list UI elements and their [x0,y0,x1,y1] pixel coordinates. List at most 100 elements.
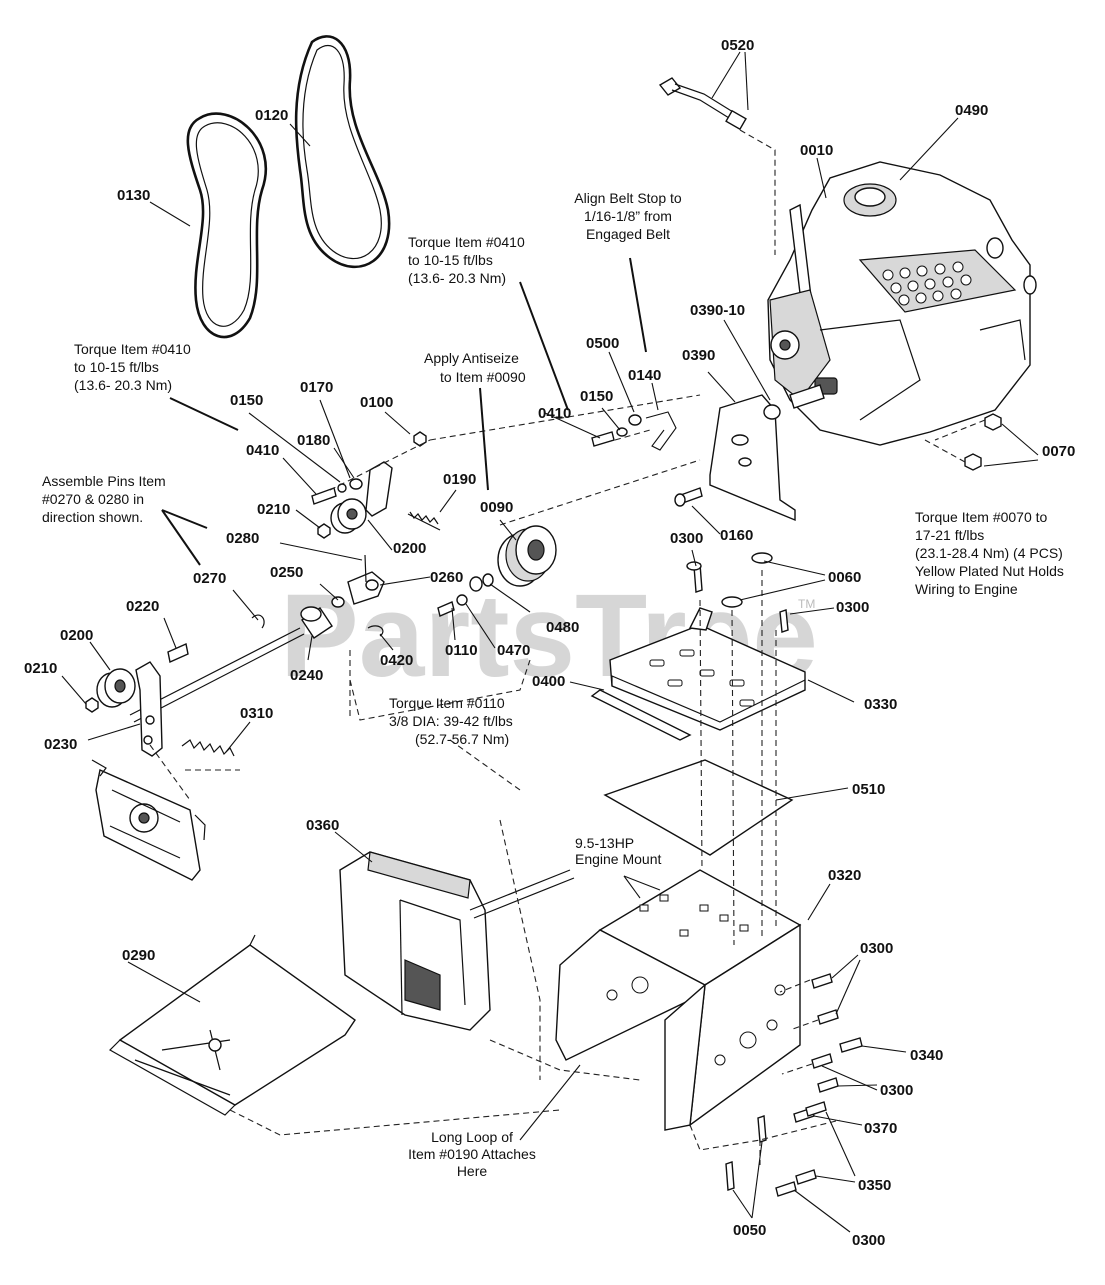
spacer-0240 [300,606,333,639]
svg-text:Torque Item #0110: Torque Item #0110 [389,695,505,711]
bolt-0410-b [311,487,337,505]
label-0260: 0260 [430,569,463,586]
label-0330: 0330 [864,696,897,713]
bolt-0410-a [591,431,615,447]
label-0050: 0050 [733,1222,766,1239]
watermark-trademark: TM [798,597,815,611]
alignment-lines [149,129,986,1165]
belt-stop-0140 [645,411,677,451]
svg-text:1/16-1/8” from: 1/16-1/8” from [584,208,672,224]
nut-0210-a [317,523,331,539]
note-assemble-pins: Assemble Pins Item #0270 & 0280 in direc… [42,473,166,525]
label-0240: 0240 [290,667,323,684]
engine-0010 [767,161,1037,446]
label-0170: 0170 [300,379,333,396]
bolt-0300-b [779,609,789,633]
label-0350: 0350 [858,1177,891,1194]
label-0320: 0320 [828,867,861,884]
bracket-0260 [347,571,385,605]
label-0010: 0010 [800,142,833,159]
washer-0480-a [469,576,483,592]
note-align-belt: Align Belt Stop to 1/16-1/8” from Engage… [574,190,682,242]
label-0250: 0250 [270,564,303,581]
label-0490: 0490 [955,102,988,119]
svg-text:Long Loop of: Long Loop of [431,1129,513,1145]
label-0300-e: 0300 [852,1232,885,1249]
label-0090: 0090 [480,499,513,516]
label-0220: 0220 [126,598,159,615]
svg-text:Item #0190 Attaches: Item #0190 Attaches [408,1146,536,1162]
svg-text:direction shown.: direction shown. [42,509,143,525]
svg-text:(23.1-28.4 Nm) (4 PCS): (23.1-28.4 Nm) (4 PCS) [915,545,1063,561]
washer-0470 [456,594,468,606]
label-0070: 0070 [1042,443,1075,460]
bolt-0220 [167,643,189,663]
nut-0100 [413,431,427,447]
gearbox-plate [91,759,206,881]
label-0520: 0520 [721,37,754,54]
washer-0180 [349,478,363,490]
base-plate-0290 [109,934,356,1116]
label-0200-a: 0200 [393,540,426,557]
label-0150-b: 0150 [230,392,263,409]
label-0110: 0110 [445,642,478,659]
label-0210-b: 0210 [24,660,57,677]
label-0400: 0400 [532,673,565,690]
washer-0150-a [616,427,628,437]
belt-0120 [294,35,391,269]
frame-0320 [555,869,802,1131]
note-torque-0070: Torque Item #0070 to 17-21 ft/lbs (23.1-… [915,509,1064,597]
label-0060: 0060 [828,569,861,586]
plate-0510 [603,759,794,856]
label-0390-10: 0390-10 [690,302,745,319]
label-0500: 0500 [586,335,619,352]
pulley-0200-b [96,668,136,708]
svg-text:Apply Antiseize: Apply Antiseize [424,350,519,366]
housing-0360 [339,851,575,1031]
label-0210-a: 0210 [257,501,290,518]
pulley-0090 [497,525,557,587]
label-0410-b: 0410 [246,442,279,459]
label-0160: 0160 [720,527,753,544]
note-long-loop: Long Loop of Item #0190 Attaches Here [408,1129,536,1179]
engine-top-plate [858,249,1017,313]
nut-0070 [964,413,1002,471]
washer-0390-10 [763,404,781,420]
svg-text:Torque Item #0070 to: Torque Item #0070 to [915,509,1048,525]
pin-0280 [364,554,367,583]
svg-text:to 10-15 ft/lbs: to 10-15 ft/lbs [408,252,493,268]
label-0290: 0290 [122,947,155,964]
spring-0310 [181,739,235,757]
washer-0250 [331,596,345,608]
spark-plug-wire-0520 [658,77,747,131]
leader-lines [61,51,1039,1233]
label-0390: 0390 [682,347,715,364]
arm-0230 [135,661,163,757]
svg-text:to 10-15 ft/lbs: to 10-15 ft/lbs [74,359,159,375]
svg-text:(13.6- 20.3 Nm): (13.6- 20.3 Nm) [408,270,506,286]
label-0280: 0280 [226,530,259,547]
label-0470: 0470 [497,642,530,659]
svg-text:Engaged Belt: Engaged Belt [586,226,670,242]
washer-0500 [628,414,642,426]
label-0140: 0140 [628,367,661,384]
svg-text:to Item #0090: to Item #0090 [440,369,526,385]
note-leaders [161,257,647,566]
svg-text:Wiring to Engine: Wiring to Engine [915,581,1018,597]
label-0420: 0420 [380,652,413,669]
label-0300-d: 0300 [880,1082,913,1099]
label-0310: 0310 [240,705,273,722]
label-0360: 0360 [306,817,339,834]
belt-0130 [186,112,268,339]
note-torque-0110: Torque Item #0110 3/8 DIA: 39-42 ft/lbs … [389,695,513,747]
label-0150-a: 0150 [580,388,613,405]
svg-text:9.5-13HP: 9.5-13HP [575,835,634,851]
label-0180: 0180 [297,432,330,449]
label-0120: 0120 [255,107,288,124]
label-0300-b: 0300 [836,599,869,616]
washer-0060-a [751,552,773,564]
label-0340: 0340 [910,1047,943,1064]
svg-text:17-21 ft/lbs: 17-21 ft/lbs [915,527,984,543]
